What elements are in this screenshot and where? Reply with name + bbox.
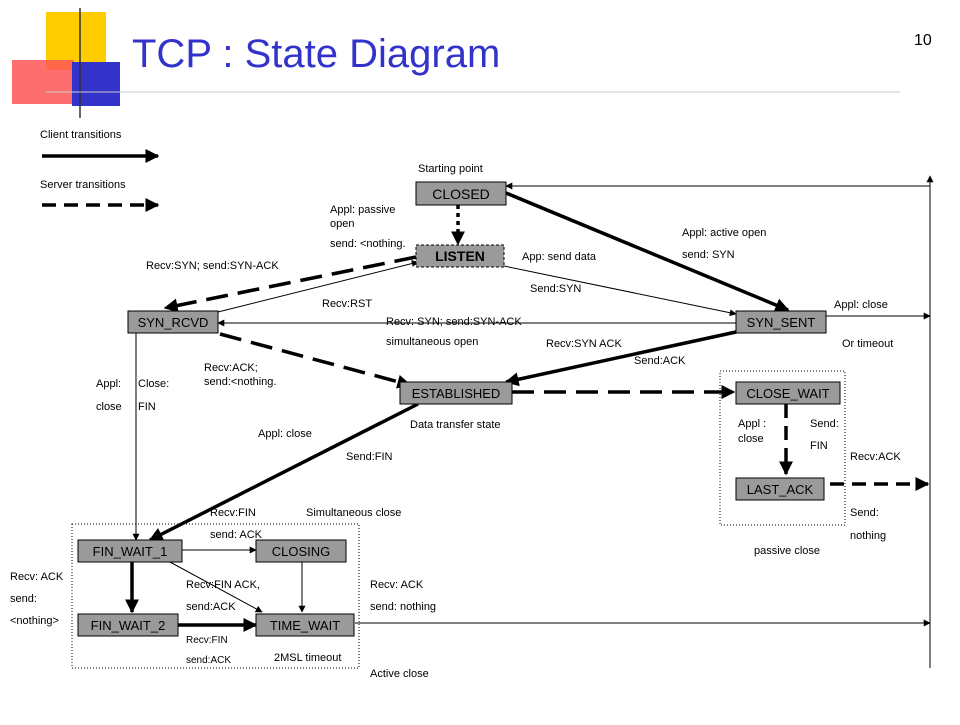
syn-sent-to-established-arrow <box>504 330 737 387</box>
state-established[interactable]: ESTABLISHED <box>399 381 513 405</box>
label-send-fin-mid: Send:FIN <box>346 451 393 463</box>
label-active-close: Active close <box>370 668 429 680</box>
label-recv-syn-send-synack-2: Recv: SYN; send:SYN-ACK <box>386 316 522 328</box>
slide-title: TCP : State Diagram <box>132 32 501 76</box>
label-send-ack-fw: send: ACK <box>210 529 263 541</box>
state-closed-label: CLOSED <box>432 186 490 202</box>
state-syn-sent[interactable]: SYN_SENT <box>735 310 827 334</box>
syn-rcvd-to-listen-arrow <box>217 260 419 313</box>
label-app-send-data: App: send data <box>522 251 597 263</box>
label-send-ack-mid: Send:ACK <box>634 355 686 367</box>
label-close-left: close <box>96 401 122 413</box>
state-listen[interactable]: LISTEN <box>415 244 505 268</box>
state-established-label: ESTABLISHED <box>412 386 501 401</box>
label-appl-passive-open-2: open <box>330 218 354 230</box>
label-simultaneous-open: simultaneous open <box>386 336 478 348</box>
transitions <box>125 175 934 668</box>
state-syn-sent-label: SYN_SENT <box>747 315 816 330</box>
label-appl-cw: Appl : <box>738 418 766 430</box>
label-recv-rst: Recv:RST <box>322 298 372 310</box>
page-number: 10 <box>914 32 932 49</box>
label-fin-cw: FIN <box>810 440 828 452</box>
state-syn-rcvd-label: SYN_RCVD <box>138 315 209 330</box>
state-fin-wait-2[interactable]: FIN_WAIT_2 <box>77 613 179 637</box>
label-simultaneous-close: Simultaneous close <box>306 507 401 519</box>
label-send-nothing-top: send: <nothing. <box>330 238 406 250</box>
label-appl-close-mid: Appl: close <box>258 428 312 440</box>
state-fin-wait-1-label: FIN_WAIT_1 <box>93 544 168 559</box>
state-closing-label: CLOSING <box>272 544 331 559</box>
label-send-ack-2: send:ACK <box>186 655 231 666</box>
label-nothing-right: nothing <box>850 530 886 542</box>
listen-to-syn-sent-arrow <box>503 265 737 317</box>
state-closing[interactable]: CLOSING <box>255 539 347 563</box>
label-fin-left: FIN <box>138 401 156 413</box>
legend-server-label: Server transitions <box>40 179 126 191</box>
legend: Client transitions Server transitions <box>40 129 160 212</box>
label-recv-syn-send-synack: Recv:SYN; send:SYN-ACK <box>146 260 279 272</box>
deco-red-square <box>12 60 74 104</box>
label-recv-ack-left: Recv: ACK <box>10 571 64 583</box>
state-close-wait[interactable]: CLOSE_WAIT <box>735 381 841 405</box>
syn-rcvd-to-established-arrow <box>219 332 412 389</box>
label-close-left-2: Close: <box>138 378 169 390</box>
label-send-cw: Send: <box>810 418 839 430</box>
label-data-transfer-state: Data transfer state <box>410 419 501 431</box>
state-fin-wait-2-label: FIN_WAIT_2 <box>91 618 166 633</box>
closed-to-syn-sent-arrow <box>505 191 790 312</box>
label-starting-point: Starting point <box>418 163 483 175</box>
listen-to-syn-rcvd-arrow <box>163 255 417 313</box>
label-recv-fin: Recv:FIN <box>210 507 256 519</box>
label-recv-syn-ack: Recv:SYN ACK <box>546 338 622 350</box>
legend-client-label: Client transitions <box>40 129 122 141</box>
decorative-logo <box>12 8 900 118</box>
state-close-wait-label: CLOSE_WAIT <box>746 386 829 401</box>
state-last-ack-label: LAST_ACK <box>747 482 814 497</box>
label-recv-fin-2: Recv:FIN <box>186 635 228 646</box>
label-recv-ack-right: Recv:ACK <box>850 451 901 463</box>
label-send-left: send: <box>10 593 37 605</box>
label-appl-active-open: Appl: active open <box>682 227 766 239</box>
deco-blue-square <box>72 62 120 106</box>
label-recv-ack: Recv:ACK; <box>204 362 258 374</box>
label-send-syn-top: send: SYN <box>682 249 735 261</box>
label-recv-ack-tw: Recv: ACK <box>370 579 424 591</box>
label-send-ack-fw2: send:ACK <box>186 601 236 613</box>
label-send-syn-mid: Send:SYN <box>530 283 581 295</box>
label-appl-close-right: Appl: close <box>834 299 888 311</box>
state-fin-wait-1[interactable]: FIN_WAIT_1 <box>77 539 183 563</box>
active-close-group <box>71 523 360 669</box>
label-passive-close: passive close <box>754 545 820 557</box>
state-syn-rcvd[interactable]: SYN_RCVD <box>127 310 219 334</box>
label-send-nothing-tw: send: nothing <box>370 601 436 613</box>
label-send-nothing-mid: send:<nothing. <box>204 376 276 388</box>
states: CLOSED LISTEN SYN_RCVD SYN_SENT ESTABLIS… <box>77 181 841 637</box>
fin-wait-1-to-time-wait-arrow <box>169 561 263 613</box>
state-closed[interactable]: CLOSED <box>415 181 507 206</box>
label-or-timeout: Or timeout <box>842 338 893 350</box>
passive-close-group <box>719 370 846 526</box>
label-recv-fin-ack: Recv:FIN ACK, <box>186 579 260 591</box>
state-last-ack[interactable]: LAST_ACK <box>735 477 825 501</box>
state-time-wait[interactable]: TIME_WAIT <box>255 613 355 637</box>
label-2msl-timeout: 2MSL timeout <box>274 652 341 664</box>
label-nothing-left: <nothing> <box>10 615 59 627</box>
label-appl-passive-open: Appl: passive <box>330 204 395 216</box>
established-to-fin-wait-1-arrow <box>148 402 419 542</box>
label-send-right: Send: <box>850 507 879 519</box>
state-listen-label: LISTEN <box>435 248 485 264</box>
transition-labels: Starting point Appl: passive open send: … <box>10 163 901 680</box>
label-appl-left: Appl: <box>96 378 121 390</box>
state-time-wait-label: TIME_WAIT <box>270 618 340 633</box>
label-close-cw: close <box>738 433 764 445</box>
